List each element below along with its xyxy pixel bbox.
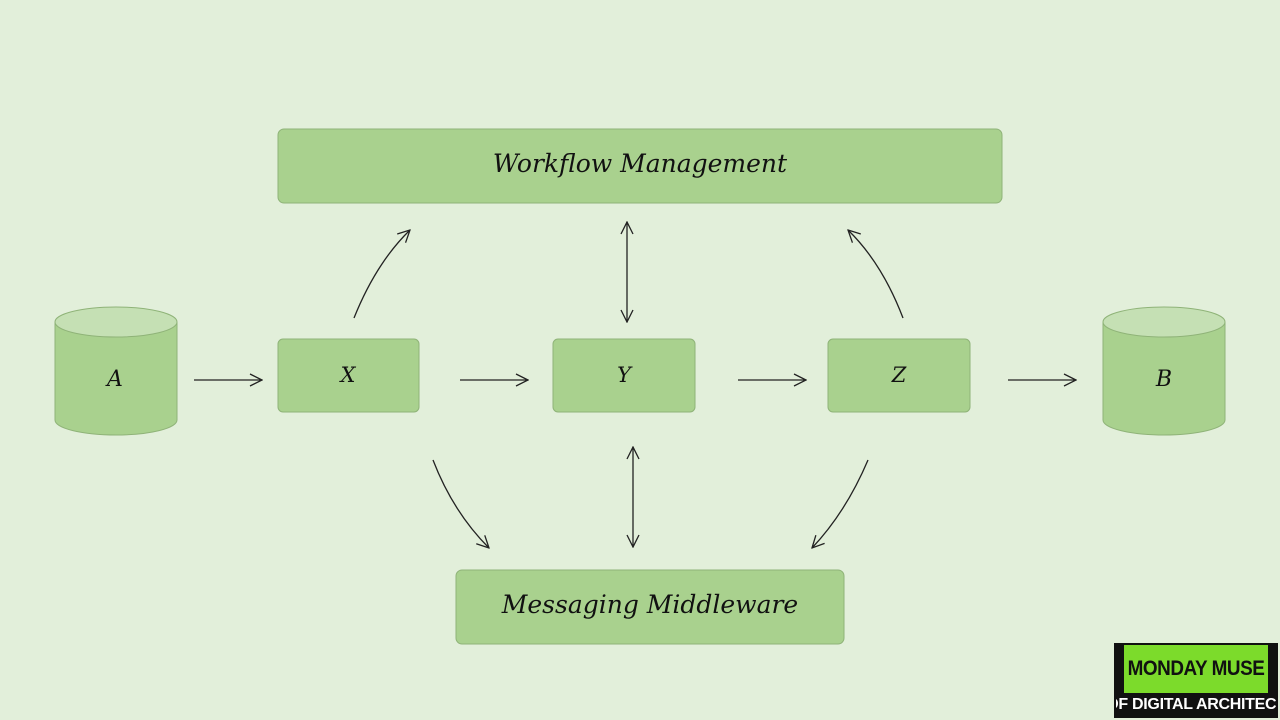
workflow-management-label: Workflow Management: [493, 149, 788, 178]
arrow-x-to-workflow: [353, 230, 410, 319]
arrow-z-to-middleware: [812, 459, 869, 548]
process-z-label: Z: [891, 363, 907, 387]
process-x-label: X: [339, 363, 357, 387]
process-z-box[interactable]: Z: [827, 338, 971, 413]
process-y-box[interactable]: Y: [552, 338, 696, 413]
process-y-label: Y: [617, 363, 633, 387]
arrow-x-to-middleware: [432, 459, 489, 548]
arrow-z-to-workflow: [848, 230, 904, 319]
brand-badge-title: MONDAY MUSE: [1124, 645, 1268, 693]
database-b-label: B: [1155, 367, 1172, 392]
database-a-label: A: [105, 367, 123, 392]
database-a-cylinder[interactable]: A: [54, 306, 178, 436]
process-x-box[interactable]: X: [277, 338, 420, 413]
workflow-management-box[interactable]: Workflow Management: [277, 128, 1003, 204]
brand-badge-subtitle: OF DIGITAL ARCHITECT: [1116, 693, 1276, 716]
messaging-middleware-box[interactable]: Messaging Middleware: [455, 569, 845, 645]
messaging-middleware-label: Messaging Middleware: [501, 590, 798, 619]
database-b-cylinder[interactable]: B: [1102, 306, 1226, 436]
brand-badge: MONDAY MUSE OF DIGITAL ARCHITECT: [1114, 643, 1278, 718]
